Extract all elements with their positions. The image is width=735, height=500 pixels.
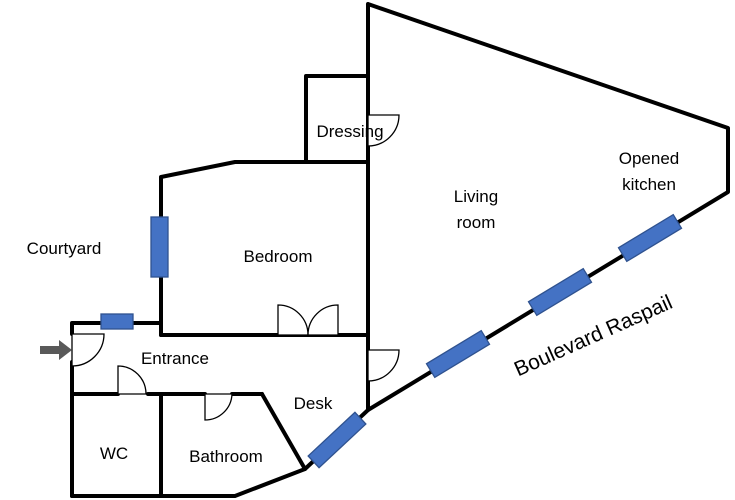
windows xyxy=(100,213,683,469)
living-room-outer-wall xyxy=(366,2,730,412)
doors xyxy=(71,114,400,421)
label-bedroom: Bedroom xyxy=(244,247,313,266)
label-kitchen-line2: kitchen xyxy=(622,175,676,194)
label-courtyard: Courtyard xyxy=(27,239,102,258)
bathroom-door xyxy=(204,393,233,421)
window-living-2 xyxy=(425,329,491,379)
window-kitchen xyxy=(617,213,683,263)
entry-arrow-icon xyxy=(40,340,72,360)
label-bathroom: Bathroom xyxy=(189,447,263,466)
window-living-1 xyxy=(527,267,593,317)
window-desk xyxy=(307,411,367,469)
dressing-wall xyxy=(304,74,370,162)
window-entrance xyxy=(100,313,134,330)
dressing-door xyxy=(367,114,400,147)
label-dressing: Dressing xyxy=(316,122,383,141)
living-room-door xyxy=(367,349,400,382)
label-wc: WC xyxy=(100,444,128,463)
bathroom-angled-wall xyxy=(260,392,307,471)
wc-door xyxy=(117,365,147,395)
bedroom-double-door-right xyxy=(307,304,339,336)
label-living-room-line1: Living xyxy=(454,187,498,206)
label-desk: Desk xyxy=(294,394,333,413)
label-entrance: Entrance xyxy=(141,349,209,368)
front-door xyxy=(71,333,105,367)
bedroom-double-door-left xyxy=(277,304,309,336)
window-courtyard-bedroom xyxy=(150,216,169,278)
label-kitchen-line1: Opened xyxy=(619,149,680,168)
label-living-room-line2: room xyxy=(457,213,496,232)
